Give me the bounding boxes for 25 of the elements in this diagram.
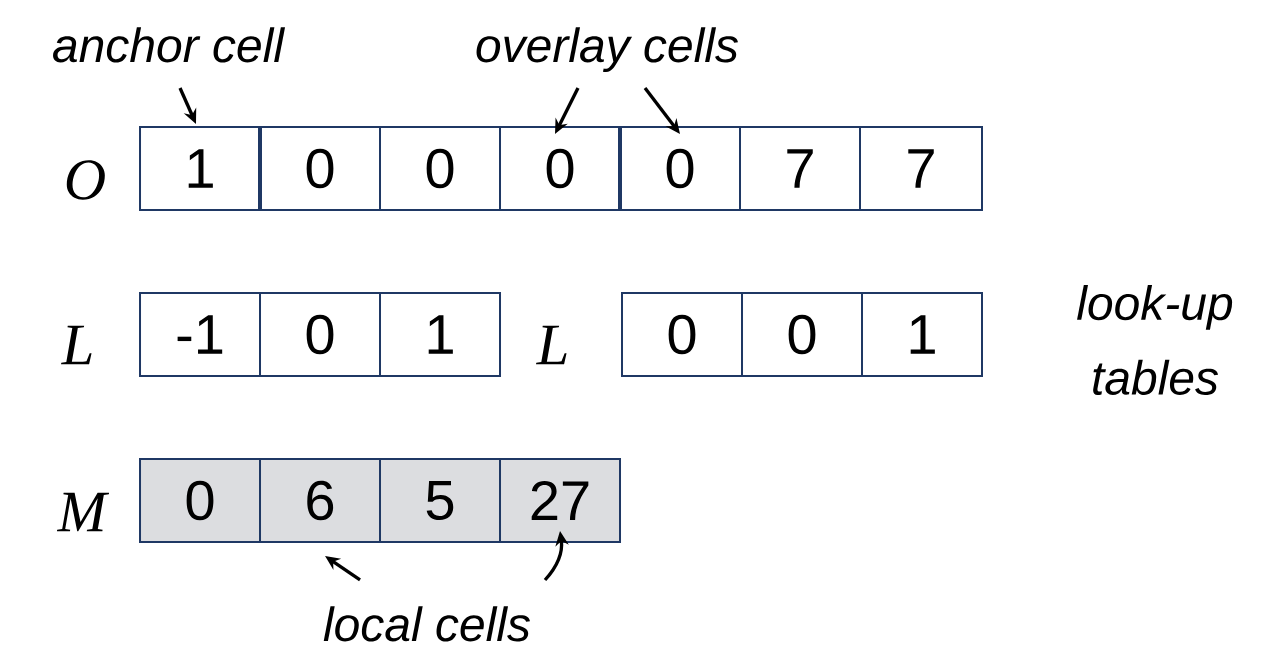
- row-letter: M: [56, 492, 110, 532]
- side-note: look-up tables: [1077, 285, 1233, 395]
- table-cell: 0: [259, 126, 381, 211]
- table-cell: 0: [499, 126, 621, 211]
- table-cell: 7: [739, 126, 861, 211]
- table-cell: 1: [861, 292, 983, 377]
- table-cell: 1: [139, 126, 261, 211]
- callout-text: overlay cells: [476, 27, 738, 72]
- row-letter: O: [66, 160, 105, 200]
- table-cell: 27: [499, 458, 621, 543]
- table-cell: 0: [741, 292, 863, 377]
- table-cell: 5: [379, 458, 501, 543]
- row-letter: L: [61, 325, 92, 365]
- table-cell: 0: [139, 458, 261, 543]
- table-cell: 7: [859, 126, 983, 211]
- row-letter: L: [536, 325, 567, 365]
- table-cell: 0: [259, 292, 381, 377]
- table-cell: 0: [619, 126, 741, 211]
- callout-text: local cells: [323, 606, 530, 642]
- table-cell: 0: [621, 292, 743, 377]
- table-cell: 1: [379, 292, 501, 377]
- callout-text: anchor cell: [53, 27, 286, 63]
- table-cell: -1: [139, 292, 261, 377]
- table-cell: 0: [379, 126, 501, 211]
- table-cell: 6: [259, 458, 381, 543]
